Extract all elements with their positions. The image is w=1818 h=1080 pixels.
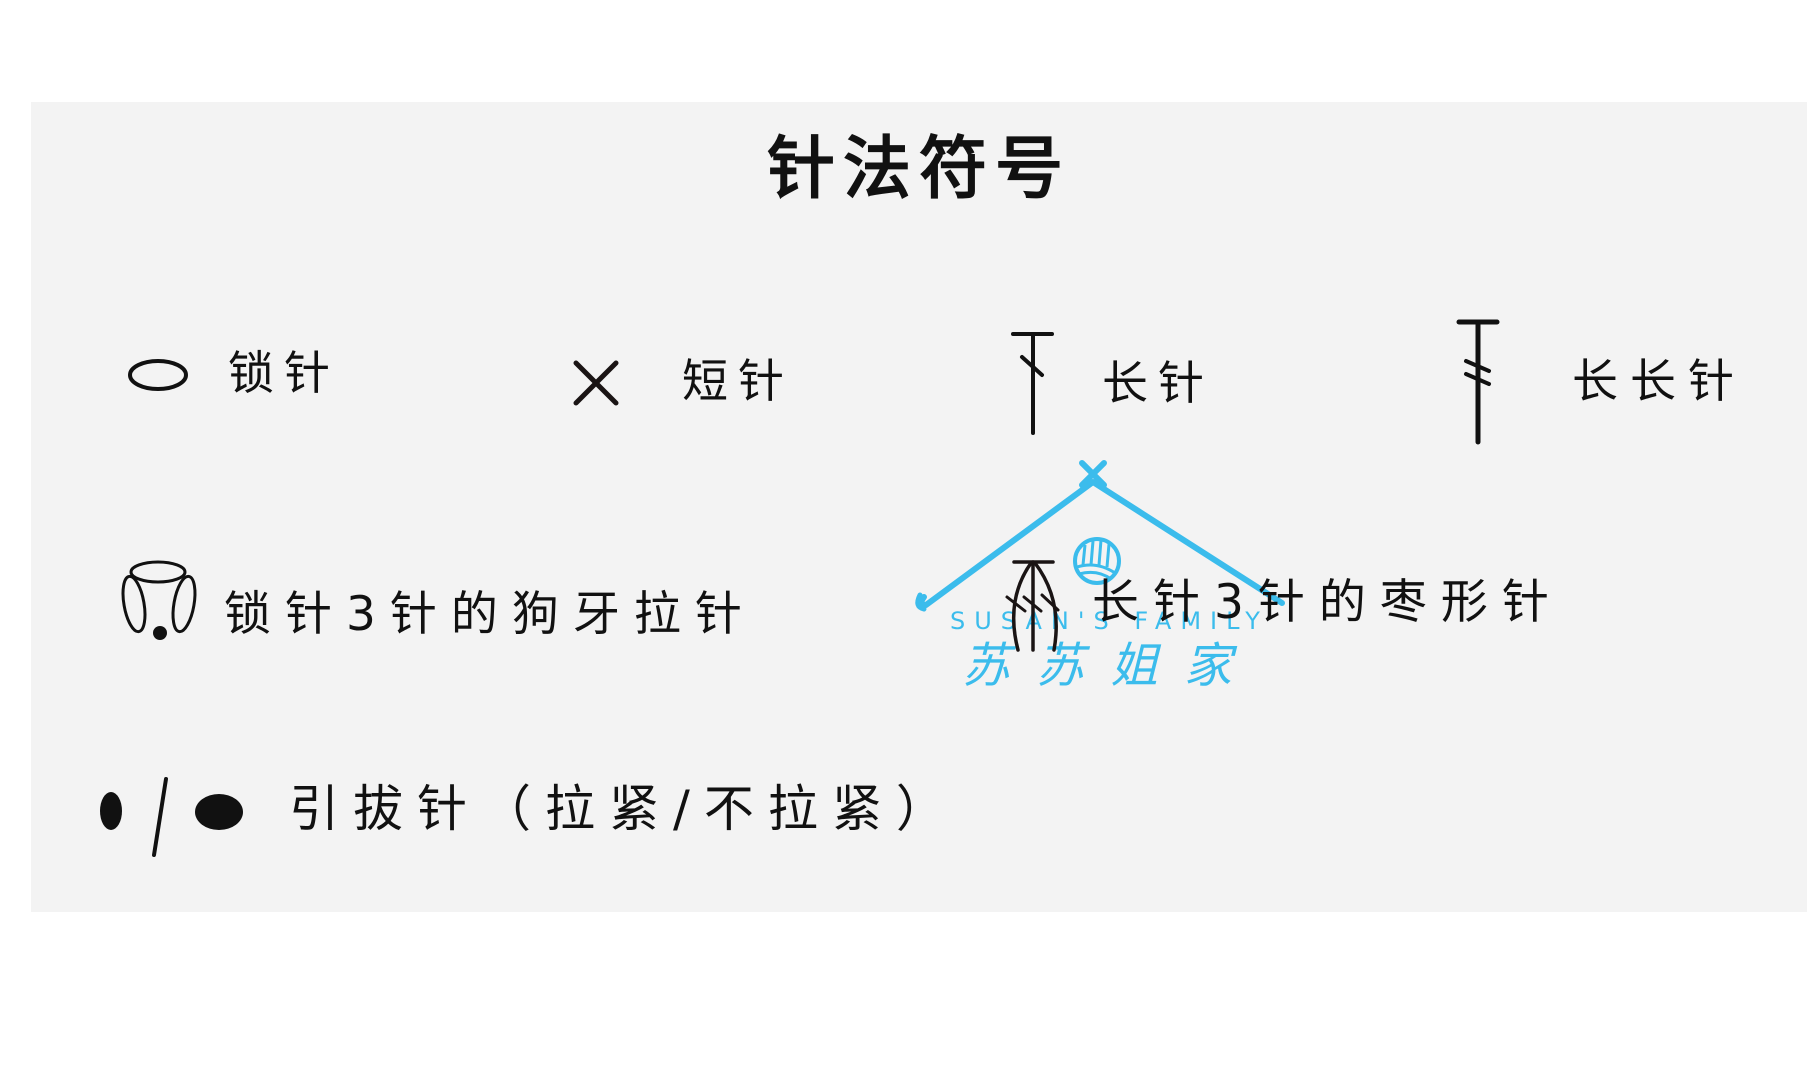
stitch-legend-panel bbox=[31, 102, 1807, 912]
watermark-english: SUSAN'S FAMILY bbox=[950, 607, 1269, 635]
watermark-chinese: 苏苏姐家 bbox=[962, 638, 1259, 694]
picot-three-chain-icon bbox=[121, 560, 197, 640]
symbol-label-double-treble: 长长针 bbox=[1572, 354, 1746, 408]
symbol-label-chain: 锁针 bbox=[228, 346, 340, 400]
symbol-label-slip-stitch: 引拔针（拉紧/不拉紧） bbox=[289, 780, 960, 838]
slip-stitch-dot-slash-ellipse-icon bbox=[100, 777, 243, 857]
symbol-label-cluster: 长针3针的枣形针 bbox=[1092, 575, 1563, 630]
symbol-label-single-crochet: 短针 bbox=[682, 354, 794, 408]
single-crochet-x-icon bbox=[573, 360, 619, 406]
symbol-label-treble: 长针 bbox=[1102, 356, 1214, 410]
symbol-label-picot: 锁针3针的狗牙拉针 bbox=[224, 587, 756, 642]
double-treble-t-two-slash-icon bbox=[1456, 319, 1500, 445]
chain-oval-icon bbox=[128, 359, 188, 391]
page-title: 针法符号 bbox=[767, 130, 1072, 209]
treble-t-one-slash-icon bbox=[1011, 332, 1054, 435]
house-roof-yarn-ball-icon bbox=[915, 460, 1285, 612]
three-treble-cluster-icon bbox=[1005, 560, 1060, 652]
